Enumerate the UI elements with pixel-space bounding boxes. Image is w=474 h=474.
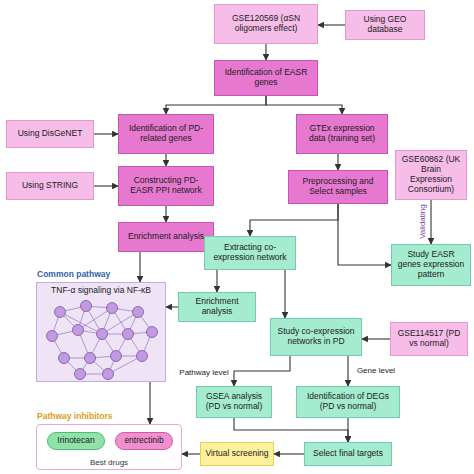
box-label: Constructing PD-EASR PPI network <box>123 176 209 196</box>
box-label: Identification of DEGs (PD vs normal) <box>301 392 395 412</box>
process-box: Preprocessing and Select samples <box>288 170 388 204</box>
analysis-box: GSEA analysis (PD vs normal) <box>196 386 272 418</box>
gene-node <box>47 331 58 342</box>
box-label: Select final targets <box>309 449 387 459</box>
network-nodes <box>47 301 158 380</box>
flow-arrow <box>265 44 266 60</box>
box-label: GSE60862 (UK Brain Expression Consortium… <box>400 155 462 194</box>
flow-arrow <box>166 96 266 114</box>
flow-arrow <box>337 154 338 170</box>
flow-arrow <box>274 453 304 454</box>
box-label: GSE120569 (αSN oligomers effect) <box>219 14 313 34</box>
pathway-ground <box>36 282 166 382</box>
box-label: Using GEO database <box>350 15 420 35</box>
gene-node <box>75 369 86 380</box>
gene-node <box>103 369 114 380</box>
arrow-label: Pathway level <box>178 368 229 377</box>
flow-arrow <box>139 252 140 282</box>
gene-node <box>133 307 144 318</box>
process-box: GTEx expression data (training set) <box>296 114 388 154</box>
box-label: Identification of EASR genes <box>219 68 313 88</box>
box-label: GSEA analysis (PD vs normal) <box>201 392 267 412</box>
flow-arrow <box>234 418 348 442</box>
drug-panel: Pathway inhibitorsBest drugsIrinotecanen… <box>36 424 182 470</box>
box-label: TNF-α signaling via NF-κB <box>41 286 161 296</box>
gene-node <box>55 307 66 318</box>
network-links <box>52 306 152 374</box>
process-box: Identification of PD-related genes <box>118 114 214 154</box>
gene-node <box>59 353 70 364</box>
box-label: Preprocessing and Select samples <box>293 177 383 197</box>
box-label: Study co-expression networks in PD <box>275 327 357 347</box>
gene-node <box>81 301 92 312</box>
screening-box: Virtual screening <box>200 442 274 466</box>
panel-heading: Common pathway <box>37 270 110 280</box>
flow-arrow <box>94 185 118 186</box>
box-label: Irinotecan <box>51 436 101 446</box>
panel-heading: Best drugs <box>37 458 181 467</box>
process-box: Identification of EASR genes <box>214 60 318 96</box>
box-label: Using STRING <box>11 181 89 191</box>
source-box: Using DisGeNET <box>6 120 94 148</box>
gene-node <box>123 329 134 340</box>
process-box: Constructing PD-EASR PPI network <box>118 166 214 206</box>
gene-node <box>85 353 96 364</box>
flow-arrow <box>362 338 390 339</box>
flow-arrow <box>266 96 342 114</box>
arrow-label: Validating <box>417 204 426 241</box>
box-label: Extracting co-expression network <box>209 243 291 263</box>
drug-pill: Irinotecan <box>47 432 105 450</box>
flow-arrow <box>165 154 166 166</box>
box-label: entrectinib <box>119 436 169 446</box>
flow-arrow <box>347 356 348 386</box>
panel-heading: Pathway inhibitors <box>37 412 113 422</box>
gene-node <box>107 303 118 314</box>
flow-arrow <box>347 418 348 442</box>
box-label: GSE114517 (PD vs normal) <box>395 329 463 349</box>
box-label: Study EASR genes expression pattern <box>396 250 466 279</box>
box-label: Identification of PD-related genes <box>123 124 209 144</box>
analysis-box: Select final targets <box>304 442 392 466</box>
flow-arrow <box>234 356 290 386</box>
arrow-label: Gene level <box>356 366 396 375</box>
gene-node <box>111 351 122 362</box>
flow-arrow <box>430 200 431 244</box>
flow-arrow <box>166 306 178 307</box>
analysis-box: Study EASR genes expression pattern <box>391 244 471 286</box>
flow-arrow <box>94 133 118 134</box>
source-box: GSE114517 (PD vs normal) <box>390 322 468 356</box>
gene-node <box>147 327 158 338</box>
flow-arrow <box>165 206 166 222</box>
source-box: GSE120569 (αSN oligomers effect) <box>214 4 318 44</box>
flow-arrow <box>182 453 200 454</box>
source-box: GSE60862 (UK Brain Expression Consortium… <box>395 150 467 200</box>
box-label: GTEx expression data (training set) <box>301 124 383 144</box>
analysis-box: Extracting co-expression network <box>204 236 296 270</box>
gene-node <box>73 325 84 336</box>
flow-arrow <box>149 382 150 424</box>
box-label: Enrichment analysis <box>183 297 251 317</box>
flow-arrow <box>250 204 338 236</box>
box-label: Enrichment analysis <box>123 232 209 242</box>
flow-arrow <box>216 270 217 292</box>
analysis-box: Study co-expression networks in PD <box>270 318 362 356</box>
gene-node <box>97 329 108 340</box>
analysis-box: Enrichment analysis <box>178 292 256 322</box>
flow-arrow <box>338 204 391 265</box>
flow-arrow <box>284 270 285 318</box>
drug-pill: entrectinib <box>115 432 173 450</box>
analysis-box: Identification of DEGs (PD vs normal) <box>296 386 400 418</box>
pathway-panel: Common pathwayTNF-α signaling via NF-κB <box>36 282 166 382</box>
flow-arrow <box>318 24 345 25</box>
source-box: Using GEO database <box>345 10 425 40</box>
source-box: Using STRING <box>6 172 94 200</box>
box-label: Using DisGeNET <box>11 129 89 139</box>
gene-node <box>137 351 148 362</box>
box-label: Virtual screening <box>205 449 269 459</box>
process-box: Enrichment analysis <box>118 222 214 252</box>
